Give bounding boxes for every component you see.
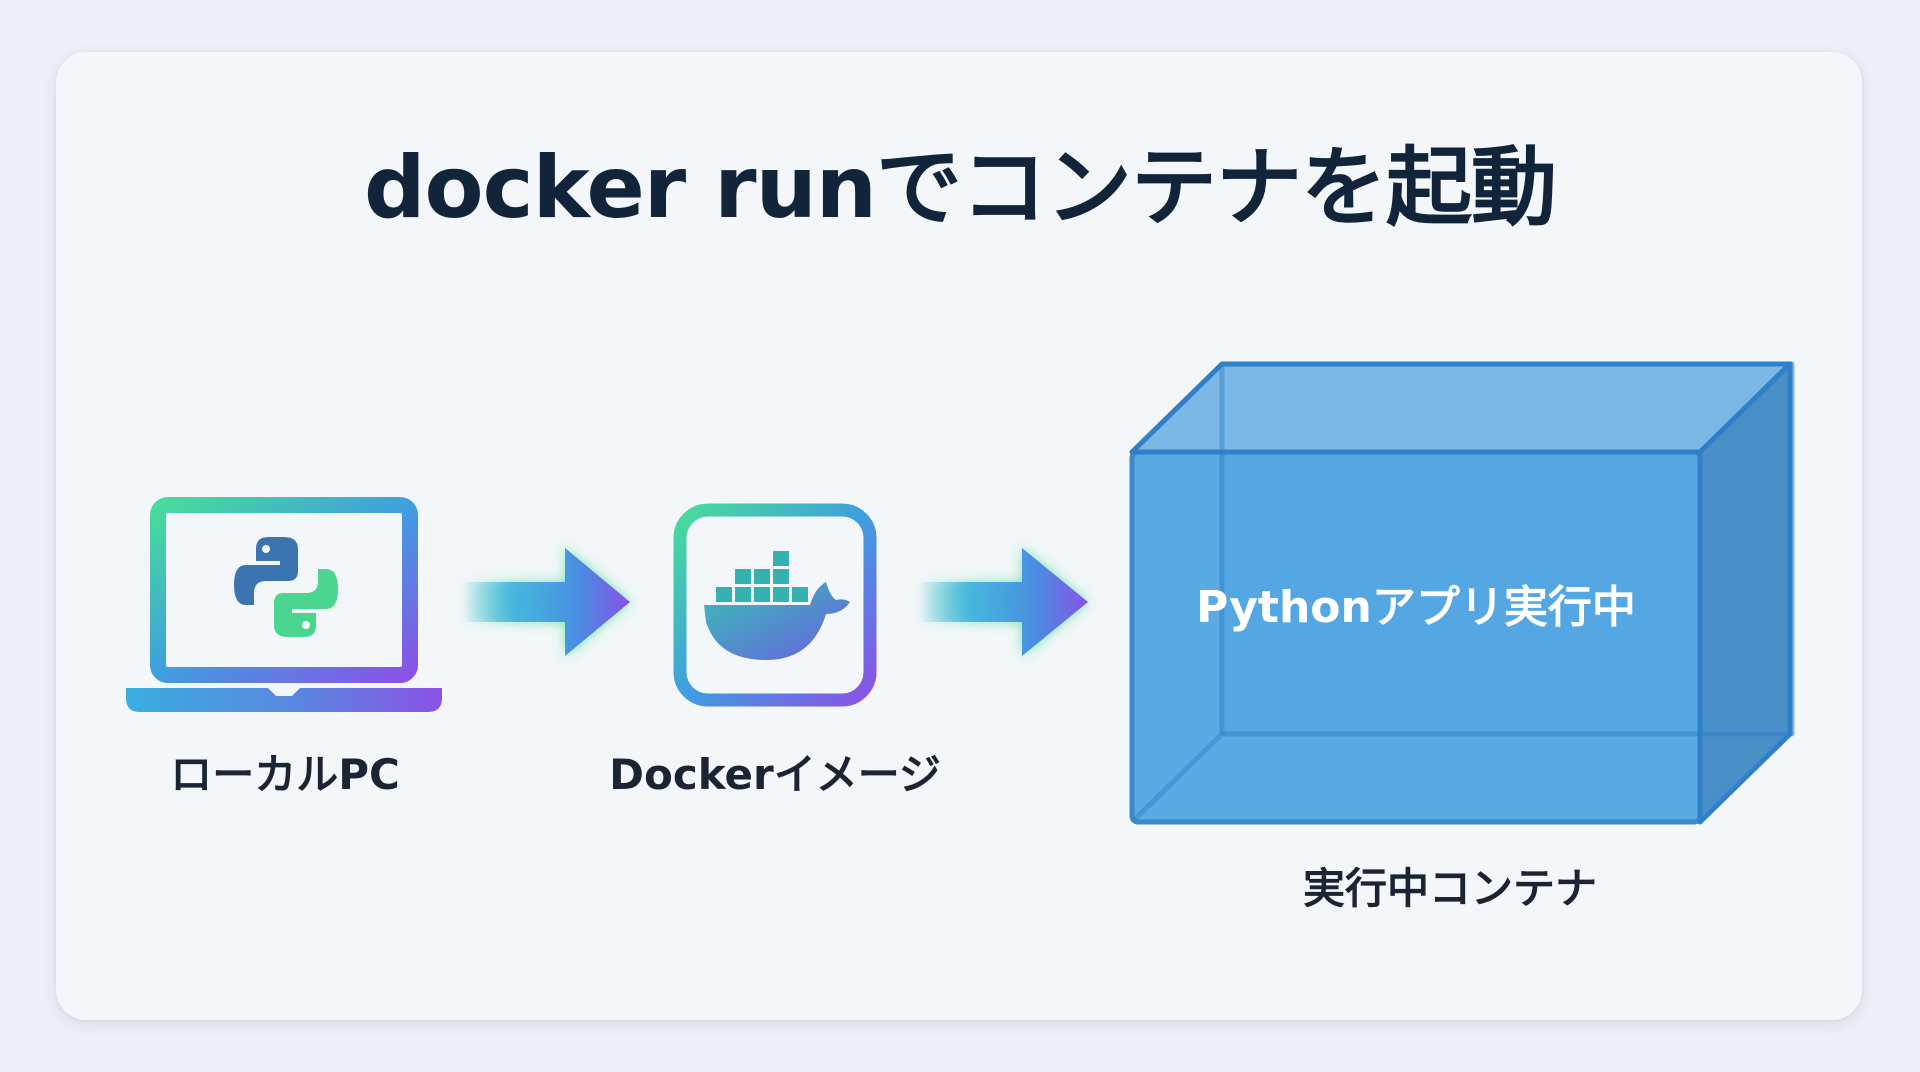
docker-whale-icon: [704, 551, 850, 660]
arrow-local-to-image: [462, 548, 630, 656]
label-running-container: 実行中コンテナ: [1302, 864, 1597, 913]
container-cube-icon: [1129, 361, 1795, 825]
arrow-image-to-container: [918, 548, 1088, 656]
label-local-pc: ローカルPC: [170, 750, 400, 799]
diagram-title: docker runでコンテナを起動: [363, 138, 1557, 238]
label-docker-image: Dockerイメージ: [609, 750, 941, 799]
laptop-icon: [126, 497, 442, 712]
container-status-text: Pythonアプリ実行中: [1196, 582, 1636, 633]
python-icon: [234, 537, 338, 637]
